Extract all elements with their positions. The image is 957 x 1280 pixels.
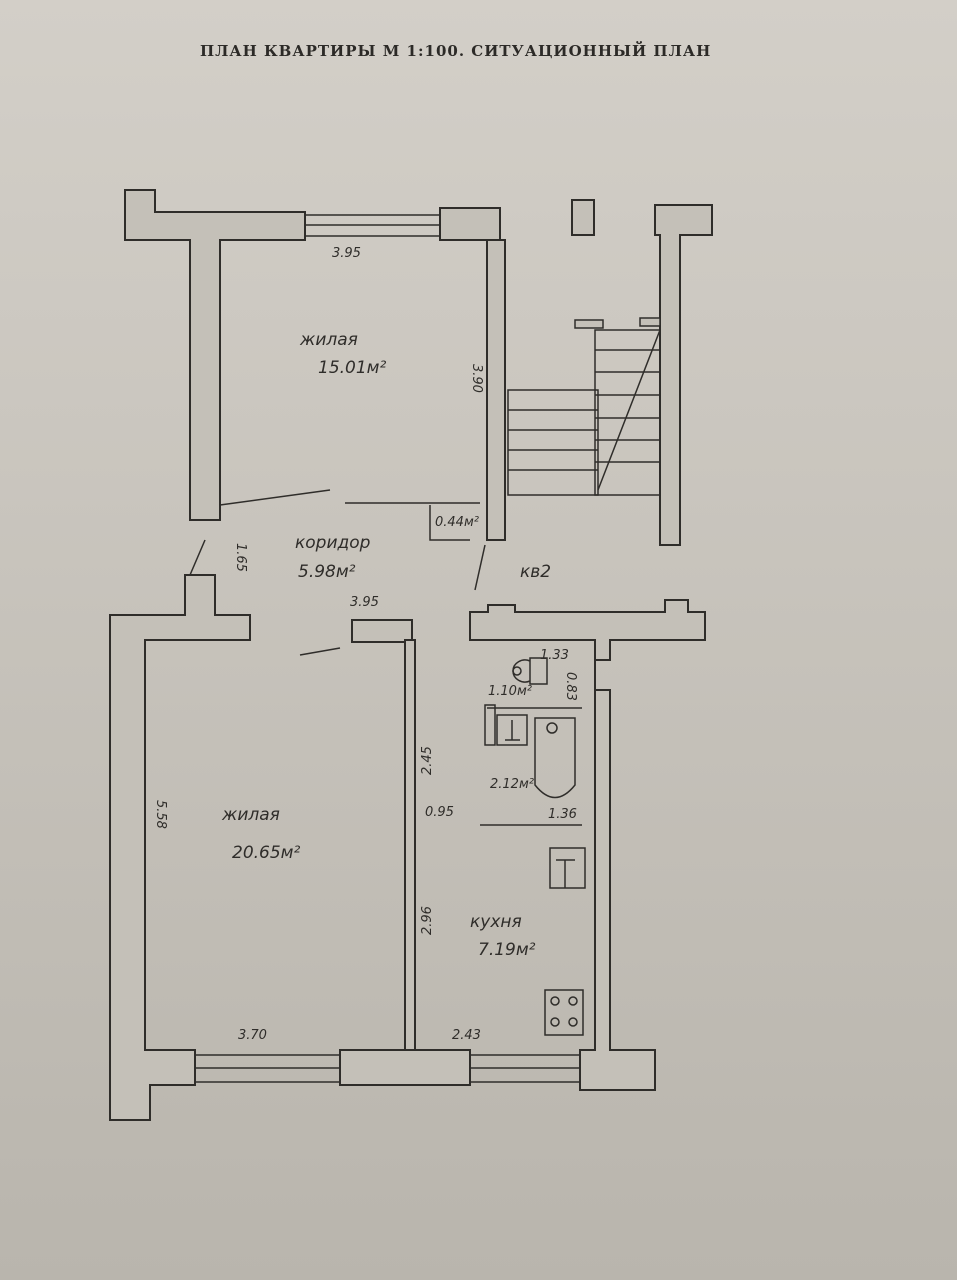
dim-kitchen-depth: 2.96 [420,906,435,935]
plan-title: ПЛАН КВАРТИРЫ М 1:100. СИТУАЦИОННЫЙ ПЛАН [200,42,712,60]
wall-top-left [124,189,306,521]
sink [549,847,586,889]
dim-top-room-depth: 3.90 [469,364,484,393]
dim-living-width: 3.70 [238,1028,267,1043]
bathtub [534,717,576,799]
closet-area: 0.44м² [435,515,479,530]
wall-stair-right [654,204,713,546]
dim-living-depth: 5.58 [153,800,168,829]
wall-bottom [339,1049,471,1086]
stove [544,989,584,1036]
room-area-living-top: 15.01м² [318,358,387,378]
wall-bath-top [469,599,706,1091]
toilet-area: 1.10м² [488,684,532,699]
room-area-corridor: 5.98м² [298,562,356,582]
room-name-living-bottom: жилая [222,805,280,825]
staircase [507,317,661,496]
bathroom-area: 2.12м² [490,777,534,792]
dim-toilet-depth: 0.83 [563,672,578,701]
dim-bath-width: 1.36 [548,807,577,822]
dim-top-room-width: 3.95 [332,246,361,261]
dim-corridor-depth: 1.65 [233,543,248,572]
dim-bath-depth: 2.45 [420,746,435,775]
dim-kitchen-width: 2.43 [452,1028,481,1043]
room-name-corridor: коридор [295,533,371,553]
wall-stair-pier [571,199,595,236]
room-area-living-bottom: 20.65м² [232,843,301,863]
dim-toilet-width: 1.33 [540,648,569,663]
wall-top-right-room [486,239,506,541]
room-name-living-top: жилая [300,330,358,350]
room-area-kitchen: 7.19м² [478,940,536,960]
wall-corridor-pier [351,619,413,643]
room-name-kitchen: кухня [470,912,522,932]
wall-partition [404,639,416,1051]
dim-door-offset: 0.95 [425,805,454,820]
wall-corridor-left [109,574,251,1121]
apartment-number: кв2 [520,562,552,582]
wall-pier-mid [439,207,501,241]
dim-corridor-width: 3.95 [350,595,379,610]
